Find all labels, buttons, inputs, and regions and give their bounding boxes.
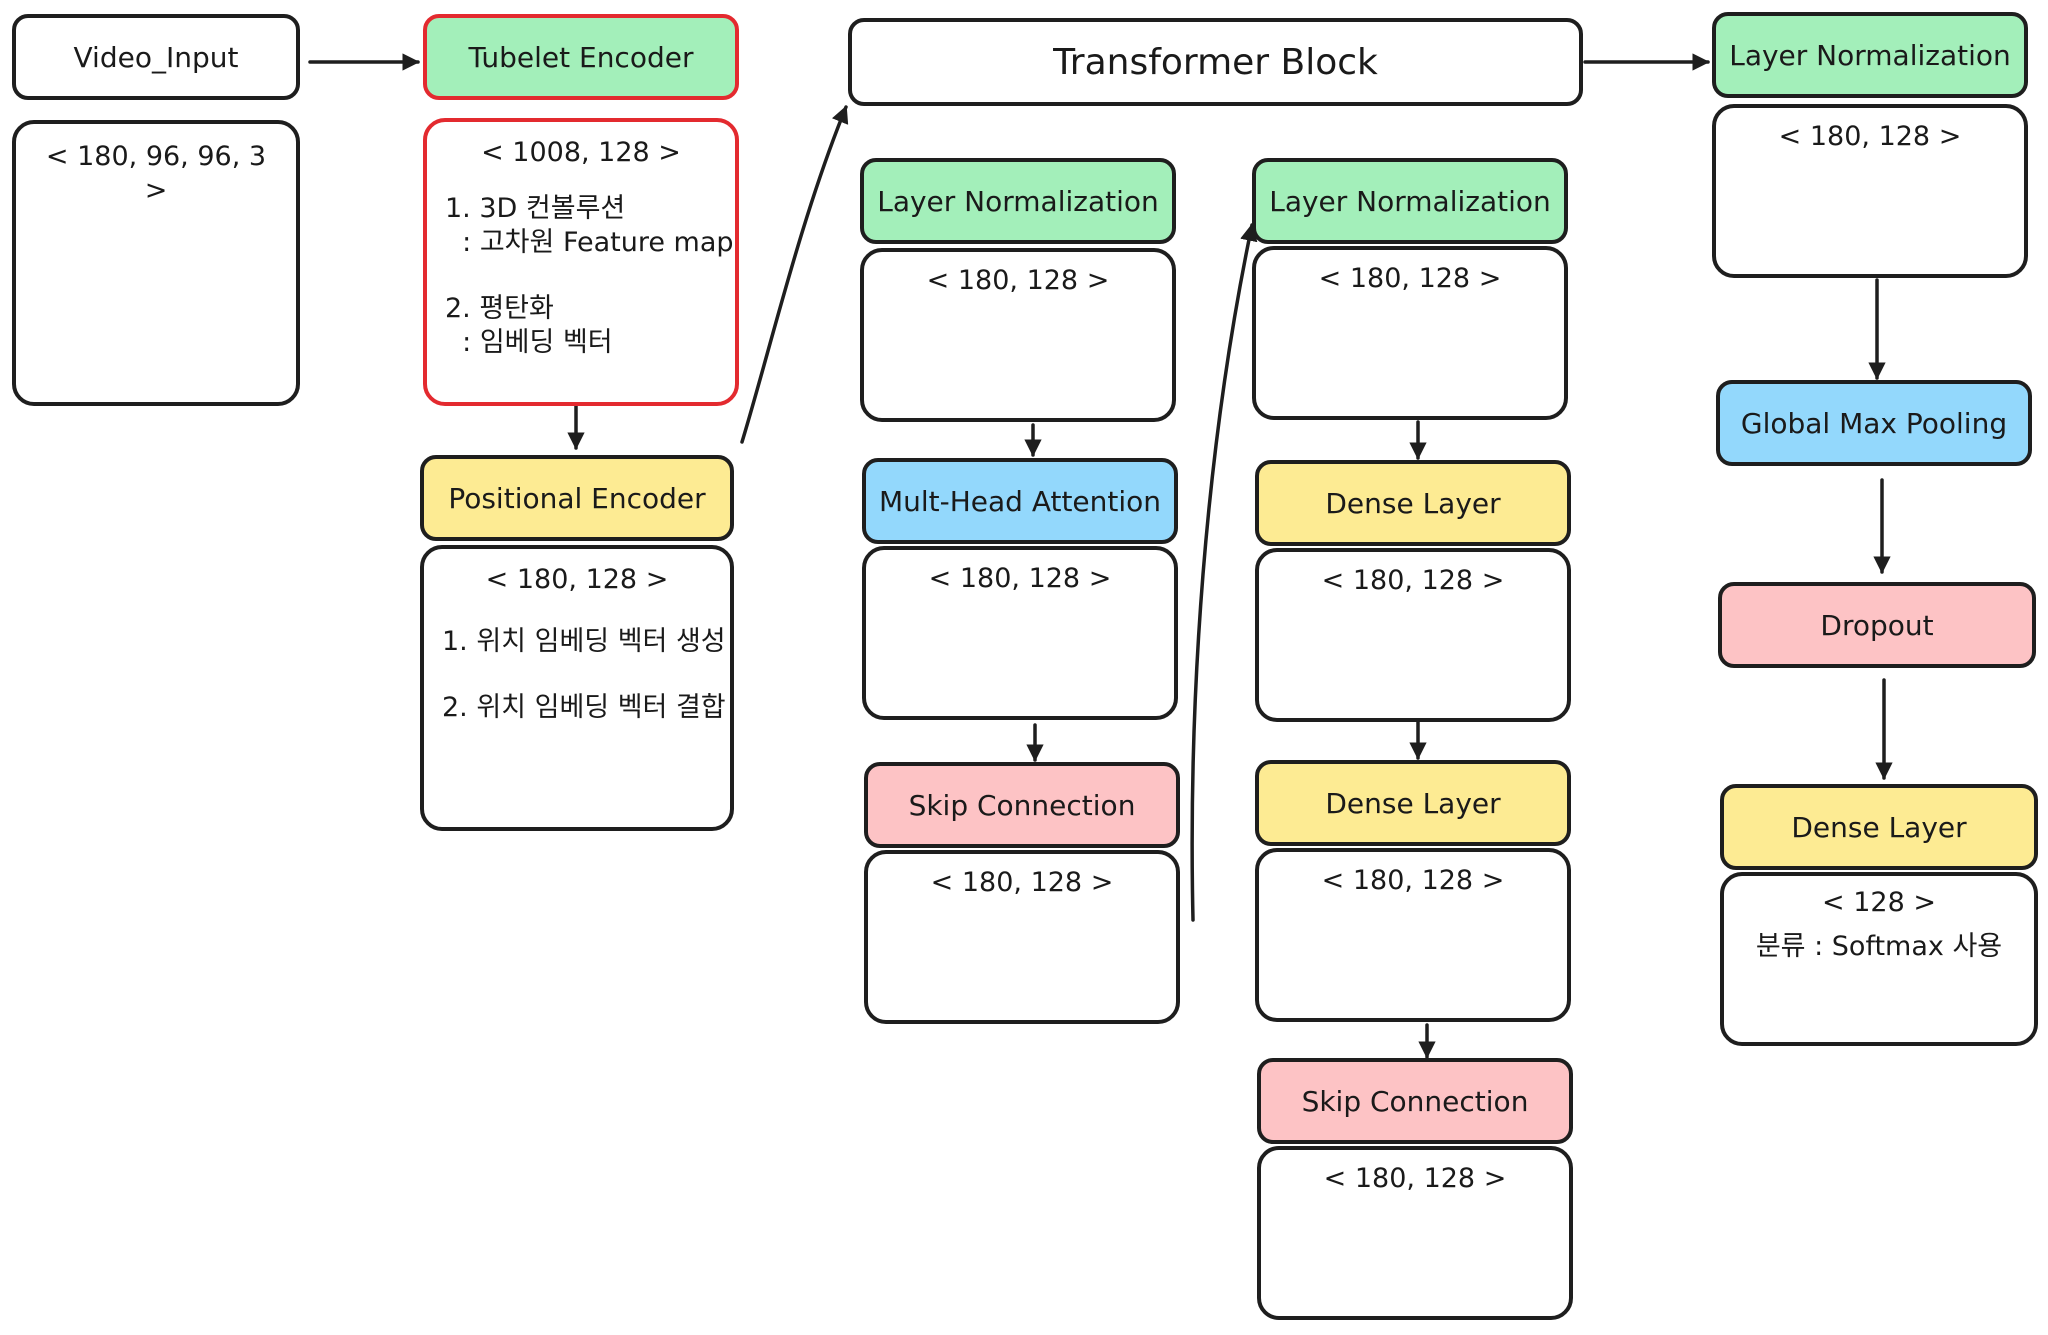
- node-tb-skip-2-body: < 180, 128 >: [1257, 1146, 1573, 1320]
- node-tb-layer-norm-1-shape: < 180, 128 >: [926, 265, 1110, 296]
- node-tb-layer-norm-1-body: < 180, 128 >: [860, 248, 1176, 422]
- node-video-input-title: Video_Input: [12, 14, 300, 100]
- node-global-max-pooling: Global Max Pooling: [1716, 380, 2032, 466]
- arrow-positional-to-transformer: [740, 105, 849, 444]
- node-tb-layer-norm-2-shape: < 180, 128 >: [1318, 263, 1502, 294]
- node-out-layer-norm-title: Layer Normalization: [1712, 12, 2028, 98]
- tubelet-note-4: : 임베딩 벡터: [445, 327, 613, 358]
- node-tb-skip-1-title: Skip Connection: [864, 762, 1180, 848]
- node-tb-layer-norm-1-title: Layer Normalization: [860, 158, 1176, 244]
- arrow-skip1-to-ln2: [1190, 223, 1258, 922]
- tubelet-note-1: 1. 3D 컨볼루션: [445, 193, 626, 224]
- node-tb-mha-shape: < 180, 128 >: [928, 563, 1112, 594]
- node-tb-mha-title: Mult-Head Attention: [862, 458, 1178, 544]
- node-tb-skip-1-shape: < 180, 128 >: [930, 867, 1114, 898]
- node-tubelet-encoder-shape: < 1008, 128 >: [481, 137, 681, 168]
- node-tb-layer-norm-2-body: < 180, 128 >: [1252, 246, 1568, 420]
- node-tubelet-encoder-body: < 1008, 128 > 1. 3D 컨볼루션 : 고차원 Feature m…: [423, 118, 739, 406]
- node-tubelet-encoder-title: Tubelet Encoder: [423, 14, 739, 100]
- node-tb-layer-norm-2-title: Layer Normalization: [1252, 158, 1568, 244]
- node-out-layer-norm-shape: < 180, 128 >: [1778, 121, 1962, 152]
- node-positional-encoder-shape: < 180, 128 >: [485, 564, 669, 595]
- node-dropout: Dropout: [1718, 582, 2036, 668]
- node-video-input-body: < 180, 96, 96, 3 >: [12, 120, 300, 406]
- node-tb-skip-2-shape: < 180, 128 >: [1323, 1163, 1507, 1194]
- node-tb-dense-1-title: Dense Layer: [1255, 460, 1571, 546]
- node-tb-mha-body: < 180, 128 >: [862, 546, 1178, 720]
- node-tb-skip-1-body: < 180, 128 >: [864, 850, 1180, 1024]
- node-tb-dense-2-shape: < 180, 128 >: [1321, 865, 1505, 896]
- node-final-dense-shape: < 128 >: [1822, 887, 1936, 918]
- tubelet-note-2: : 고차원 Feature map: [445, 227, 734, 258]
- positional-note-2: 2. 위치 임베딩 벡터 결합: [442, 692, 726, 723]
- node-tb-dense-2-body: < 180, 128 >: [1255, 848, 1571, 1022]
- positional-note-1: 1. 위치 임베딩 벡터 생성: [442, 626, 726, 657]
- node-positional-encoder-title: Positional Encoder: [420, 455, 734, 541]
- node-video-input-shape: < 180, 96, 96, 3 >: [45, 141, 267, 206]
- node-tb-dense-1-shape: < 180, 128 >: [1321, 565, 1505, 596]
- node-final-dense-body: < 128 > 분류 : Softmax 사용: [1720, 872, 2038, 1046]
- node-final-dense-title: Dense Layer: [1720, 784, 2038, 870]
- node-positional-encoder-body: < 180, 128 > 1. 위치 임베딩 벡터 생성 2. 위치 임베딩 벡…: [420, 545, 734, 831]
- transformer-block-title: Transformer Block: [848, 18, 1583, 106]
- node-tb-dense-1-body: < 180, 128 >: [1255, 548, 1571, 722]
- final-dense-note-1: 분류 : Softmax 사용: [1755, 931, 2003, 962]
- node-tb-skip-2-title: Skip Connection: [1257, 1058, 1573, 1144]
- tubelet-note-3: 2. 평탄화: [445, 293, 554, 324]
- node-tb-dense-2-title: Dense Layer: [1255, 760, 1571, 846]
- node-out-layer-norm-body: < 180, 128 >: [1712, 104, 2028, 278]
